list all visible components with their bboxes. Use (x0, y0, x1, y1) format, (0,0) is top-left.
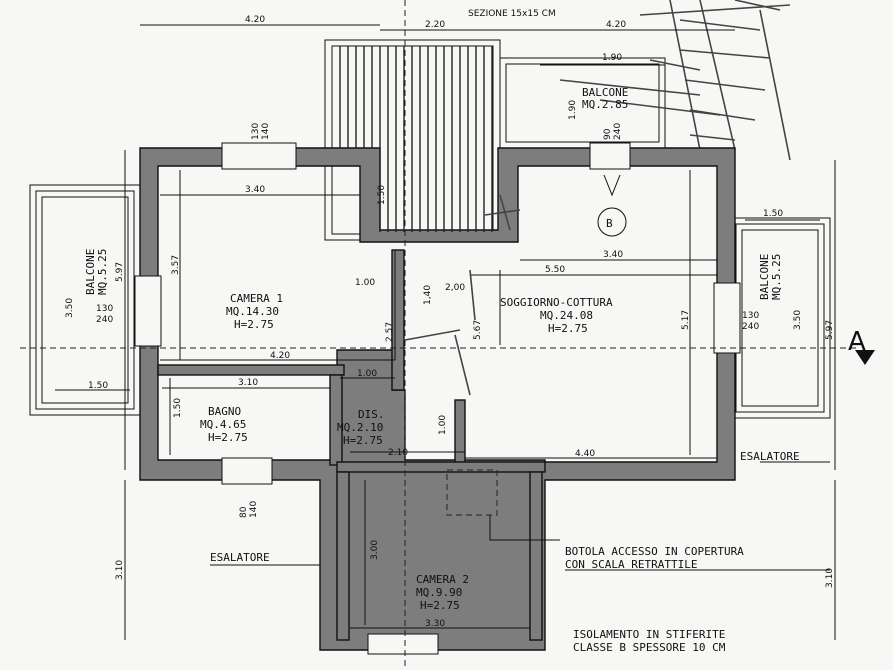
dimension-values: 4.20 2.20 4.20 1.90 3.40 3.40 5.50 4.20 … (88, 15, 783, 629)
dim-top-220: 2.20 (425, 20, 445, 30)
dim-sog-517: 5.17 (681, 310, 691, 330)
balcony-right-label: BALCONE MQ.5.25 (758, 254, 783, 300)
dim-dis-100: 1.00 (357, 369, 377, 379)
window-d: 240 (742, 322, 759, 332)
dim-bagno-150: 1.50 (173, 398, 183, 418)
sketch-140: 1,40 (423, 285, 433, 305)
balcony-left-outline (29, 184, 141, 416)
room-height: H=2.75 (234, 318, 274, 331)
room-name: CAMERA 2 (416, 573, 469, 586)
room-name: DIS. (358, 408, 385, 421)
balcony-name: BALCONE (582, 86, 628, 99)
dim-cam1-width: 3.40 (245, 185, 265, 195)
dim-wall-597-left: 5.97 (115, 262, 125, 282)
dim-stair-150: 1.50 (377, 185, 387, 205)
win-bal-90: 90 (603, 128, 613, 140)
win-bot-80: 80 (239, 506, 249, 518)
dim-sog-550: 5.50 (545, 265, 565, 275)
room-camera2: CAMERA 2 MQ.9.90 H=2.75 (416, 573, 469, 612)
dim-top-190: 1.90 (602, 53, 622, 63)
window-b: 240 (96, 315, 113, 325)
section-marker-arrow (603, 174, 621, 197)
room-height: H=2.75 (548, 322, 588, 335)
room-name: SOGGIORNO-COTTURA (500, 296, 613, 309)
win-bal-240: 240 (613, 123, 623, 140)
dim-dis-100-vert: 1.00 (438, 415, 448, 435)
dim-cam1-257: 2.57 (385, 322, 395, 342)
room-area: MQ.14.30 (226, 305, 279, 318)
window-a: 130 (96, 304, 113, 314)
balcony-name: BALCONE (84, 249, 97, 295)
isolamento-note-2: CLASSE B SPESSORE 10 CM (573, 641, 726, 654)
balcony-name: BALCONE (758, 254, 771, 300)
exterior-stair-sketch (559, 0, 791, 161)
esalatore-left: ESALATORE (210, 551, 270, 564)
dim-cam2-300: 3.00 (370, 540, 380, 560)
balcony-top-label: BALCONE MQ.2.85 (582, 86, 628, 111)
win-top-140: 140 (261, 123, 271, 140)
room-bagno: BAGNO MQ.4.65 H=2.75 (200, 405, 248, 444)
room-name: CAMERA 1 (230, 292, 283, 305)
windows (134, 142, 741, 655)
cut-label: A (848, 327, 866, 357)
botola-note-2: CON SCALA RETRATTILE (565, 558, 697, 571)
dim-side-310-right: 3.10 (825, 568, 835, 588)
esalatore-right: ESALATORE (740, 450, 800, 463)
dim-wall-597-right: 5.97 (825, 320, 835, 340)
dim-top-420-left: 4.20 (245, 15, 265, 25)
room-camera1: CAMERA 1 MQ.14.30 H=2.75 (226, 292, 283, 331)
room-dis: DIS. MQ.2.10 H=2.75 (337, 408, 385, 447)
notes: ESALATORE ESALATORE BOTOLA ACCESSO IN CO… (210, 450, 800, 654)
room-height: H=2.75 (343, 434, 383, 447)
win-top-130: 130 (251, 123, 261, 140)
dim-bal-right-350: 3.50 (793, 310, 803, 330)
dim-bal-right-150: 1.50 (763, 209, 783, 219)
room-soggiorno: SOGGIORNO-COTTURA MQ.24.08 H=2.75 (500, 296, 613, 335)
vertical-dimension-values: 3.57 2.57 5.67 5.17 1.50 1.00 3.00 5.97 … (65, 100, 835, 588)
room-name: BAGNO (208, 405, 241, 418)
room-area: MQ.4.65 (200, 418, 246, 431)
stair-treads (339, 46, 493, 232)
dim-bal-left-150: 1.50 (88, 381, 108, 391)
balcony-left-label: BALCONE MQ.5.25 (84, 249, 109, 295)
dim-bal-top-190: 1.90 (568, 100, 578, 120)
window-c: 130 (742, 311, 759, 321)
balcony-area: MQ.5.25 (96, 249, 109, 295)
dim-dis-100b: 1.00 (355, 278, 375, 288)
dim-top-420-right: 4.20 (606, 20, 626, 30)
dim-width-420-mid: 4.20 (270, 351, 290, 361)
dim-sog-567: 5.67 (473, 320, 483, 340)
room-area: MQ.2.10 (337, 421, 383, 434)
room-height: H=2.75 (208, 431, 248, 444)
win-bot-140: 140 (249, 501, 259, 518)
dim-dis-210: 2.10 (388, 448, 408, 458)
dim-cam2-330: 3.30 (425, 619, 445, 629)
dim-side-310-left: 3.10 (115, 560, 125, 580)
section-note: SEZIONE 15x15 CM (468, 9, 556, 19)
dim-bal-left-350: 3.50 (65, 298, 75, 318)
room-area: MQ.24.08 (540, 309, 593, 322)
marker-label: B (606, 217, 613, 230)
balcony-area: MQ.5.25 (770, 254, 783, 300)
sketch-200: 2,00 (445, 283, 465, 293)
section-marker-circle (597, 207, 627, 237)
isolamento-note-1: ISOLAMENTO IN STIFERITE (573, 628, 725, 641)
dim-cam1-357: 3.57 (171, 255, 181, 275)
dim-sog-width: 3.40 (603, 250, 623, 260)
room-area: MQ.9.90 (416, 586, 462, 599)
room-height: H=2.75 (420, 599, 460, 612)
dim-sog-440: 4.40 (575, 449, 595, 459)
botola-note-1: BOTOLA ACCESSO IN COPERTURA (565, 545, 744, 558)
dimension-lines (20, 0, 860, 670)
header-texts: SEZIONE 15x15 CM A B (468, 9, 866, 357)
dim-bagno-310: 3.10 (238, 378, 258, 388)
cut-marker-arrow (855, 350, 875, 365)
handwritten-marks (404, 174, 875, 396)
balcony-area: MQ.2.85 (582, 98, 628, 111)
